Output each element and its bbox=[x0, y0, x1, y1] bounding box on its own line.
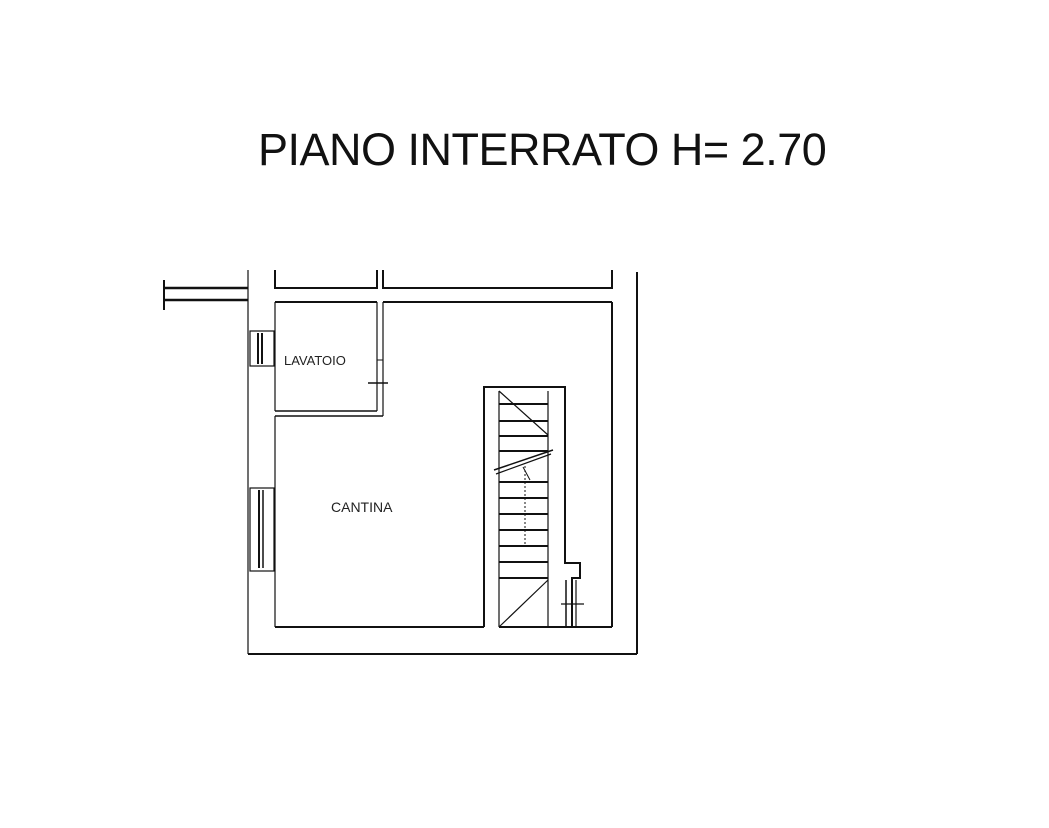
room-label-lavatoio: LAVATOIO bbox=[284, 353, 346, 368]
room-label-cantina: CANTINA bbox=[331, 499, 393, 515]
floor-plan-title: PIANO INTERRATO H= 2.70 bbox=[258, 124, 827, 175]
walls bbox=[163, 270, 638, 655]
